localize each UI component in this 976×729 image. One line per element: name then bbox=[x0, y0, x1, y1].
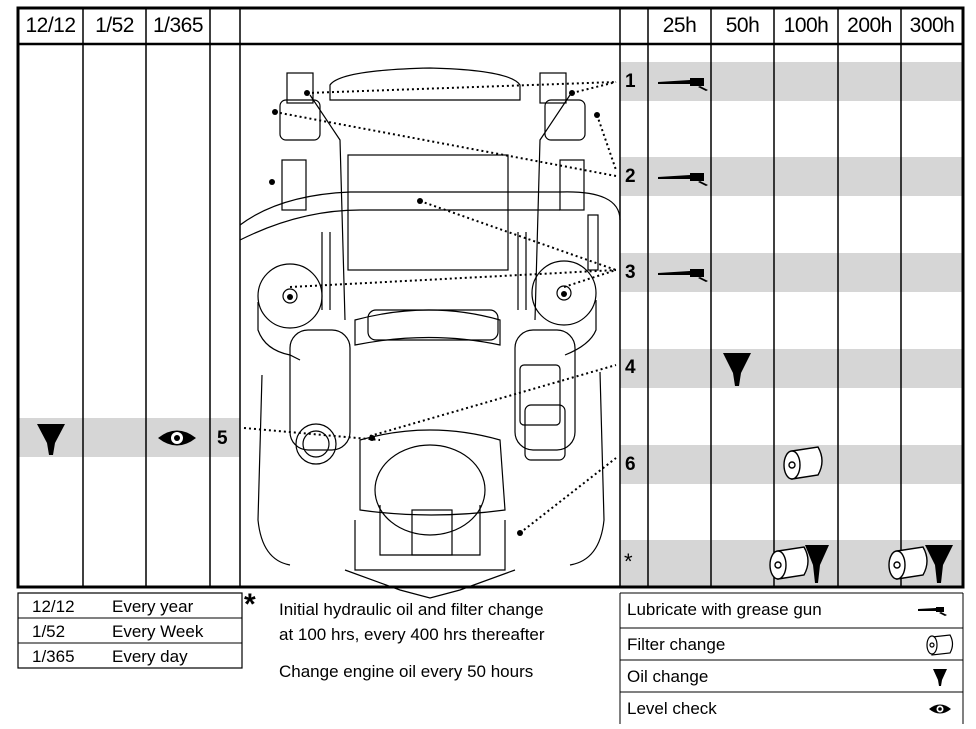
symbol-legend-label: Filter change bbox=[627, 635, 726, 654]
header-hours-100: 100h bbox=[783, 14, 829, 37]
point-asterisk: * bbox=[624, 549, 633, 574]
oil-funnel-icon bbox=[723, 353, 751, 386]
grease-gun-icon bbox=[658, 173, 708, 186]
note-asterisk: * bbox=[244, 588, 256, 621]
header-freq-yearly: 12/12 bbox=[25, 14, 76, 37]
point-number-5: 5 bbox=[217, 428, 228, 449]
filter-icon bbox=[926, 634, 954, 656]
filter-icon bbox=[888, 546, 928, 580]
oil-funnel-icon bbox=[805, 545, 829, 583]
point-number-2: 2 bbox=[625, 166, 636, 187]
eye-icon bbox=[929, 704, 951, 714]
oil-funnel-icon bbox=[37, 424, 65, 455]
header-hours-300: 300h bbox=[909, 14, 955, 37]
header-hours-50: 50h bbox=[725, 14, 760, 37]
freq-legend-code: 1/365 bbox=[32, 647, 75, 666]
header-hours-25: 25h bbox=[662, 14, 697, 37]
header-freq-daily: 1/365 bbox=[152, 14, 204, 37]
freq-legend-label: Every Week bbox=[112, 622, 204, 641]
band-row-4 bbox=[620, 349, 963, 388]
freq-legend-code: 1/52 bbox=[32, 622, 66, 641]
note-line-1: Initial hydraulic oil and filter change bbox=[279, 600, 544, 619]
header-hours-200: 200h bbox=[847, 14, 892, 37]
header-freq-weekly: 1/52 bbox=[95, 14, 134, 37]
symbol-legend-label: Level check bbox=[627, 699, 717, 718]
eye-icon bbox=[158, 430, 196, 446]
grease-gun-icon bbox=[658, 269, 708, 282]
freq-legend-code: 12/12 bbox=[32, 597, 75, 616]
note-line-2: at 100 hrs, every 400 hrs thereafter bbox=[279, 625, 545, 644]
mower-top-view-drawing bbox=[239, 67, 621, 599]
point-number-1: 1 bbox=[625, 71, 636, 92]
point-number-6: 6 bbox=[625, 454, 636, 475]
point-number-3: 3 bbox=[625, 262, 636, 283]
note-line-3: Change engine oil every 50 hours bbox=[279, 662, 534, 681]
symbol-legend-label: Lubricate with grease gun bbox=[627, 600, 822, 619]
oil-funnel-icon bbox=[933, 669, 947, 686]
freq-legend-label: Every day bbox=[112, 647, 188, 666]
symbol-legend-label: Oil change bbox=[627, 667, 709, 686]
freq-legend-label: Every year bbox=[112, 597, 194, 616]
grease-gun-icon bbox=[918, 607, 947, 616]
filter-icon bbox=[783, 446, 823, 480]
point-number-4: 4 bbox=[625, 357, 636, 378]
filter-icon bbox=[769, 546, 809, 580]
oil-funnel-icon bbox=[925, 545, 953, 583]
grease-gun-icon bbox=[658, 78, 708, 91]
